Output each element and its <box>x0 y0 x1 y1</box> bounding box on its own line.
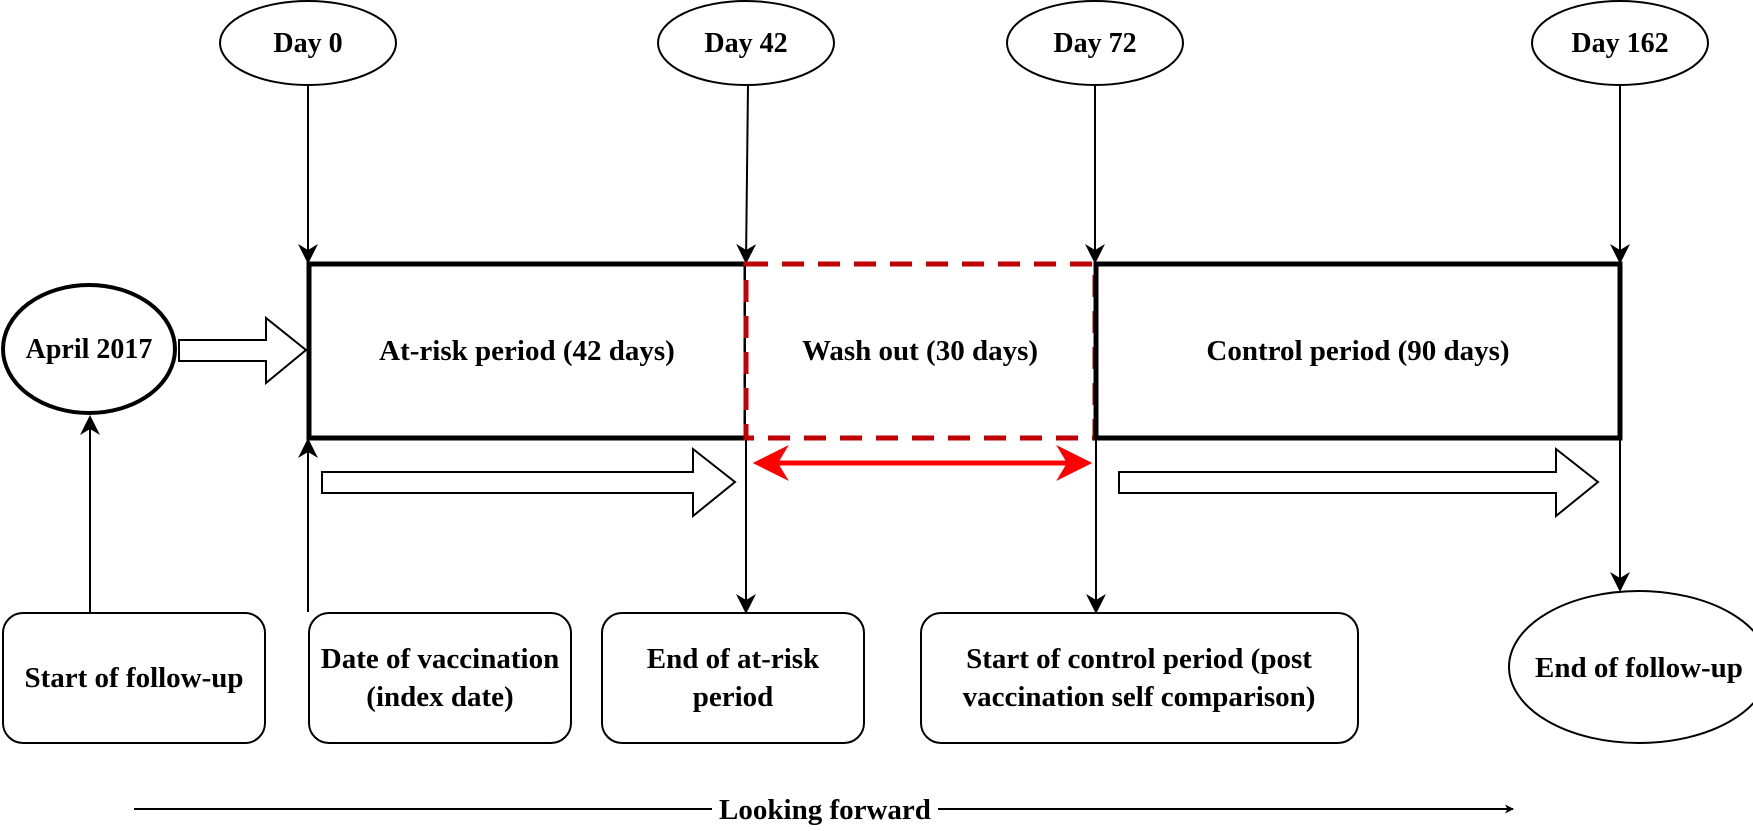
washout-rect <box>743 261 1098 441</box>
event-end-follow-up: End of follow-up <box>1508 590 1753 744</box>
timepoint-day-42: Day 42 <box>657 0 835 86</box>
timepoint-label: Day 72 <box>1053 28 1136 59</box>
event-label-line-1: End of at-risk <box>647 643 820 675</box>
event-box <box>308 612 572 744</box>
event-start-follow-up: Start of follow-up <box>2 612 266 744</box>
event-ellipse <box>1508 590 1753 744</box>
timepoint-label: Day 0 <box>273 28 342 59</box>
start-label: April 2017 <box>26 334 153 365</box>
event-label: Start of follow-up <box>24 662 243 694</box>
timepoint-day-0: Day 0 <box>219 0 397 86</box>
event-label: End of follow-up <box>1535 652 1743 684</box>
event-label-line-2: period <box>693 681 774 713</box>
event-end-at-risk: End of at-risk period <box>601 612 865 744</box>
control-label: Control period (90 days) <box>1206 335 1509 367</box>
start-node-april-2017: April 2017 <box>1 283 177 415</box>
event-label-line-1: Start of control period (post <box>966 643 1312 675</box>
timepoint-day-72: Day 72 <box>1006 0 1184 86</box>
event-box <box>2 612 266 744</box>
washout-label: Wash out (30 days) <box>802 335 1038 367</box>
timepoint-label: Day 162 <box>1571 28 1668 59</box>
control-direction-block-arrow <box>1118 446 1600 519</box>
control-rect <box>1093 261 1623 441</box>
timepoint-ellipse <box>657 0 835 86</box>
event-label-line-2: (index date) <box>366 681 513 713</box>
event-label-line-2: vaccination self comparison) <box>963 681 1316 713</box>
timepoint-day-162: Day 162 <box>1531 0 1709 86</box>
event-box <box>920 612 1359 744</box>
event-vaccination-date: Date of vaccination (index date) <box>308 612 572 744</box>
at-risk-direction-block-arrow <box>321 446 737 519</box>
at-risk-label: At-risk period (42 days) <box>379 335 675 367</box>
day42-down-arrow <box>736 84 757 264</box>
start-ellipse <box>1 283 177 415</box>
start-to-atrisk-block-arrow <box>178 315 308 386</box>
event-label-line-1: Date of vaccination <box>321 643 559 675</box>
timepoint-label: Day 42 <box>704 28 787 59</box>
event-start-control: Start of control period (post vaccinatio… <box>920 612 1359 744</box>
event-box <box>601 612 865 744</box>
control-period-box: Control period (90 days) <box>1093 261 1623 441</box>
at-risk-period-box: At-risk period (42 days) <box>306 261 749 441</box>
timeline-label: Looking forward <box>719 794 931 826</box>
washout-period-box: Wash out (30 days) <box>743 261 1098 441</box>
